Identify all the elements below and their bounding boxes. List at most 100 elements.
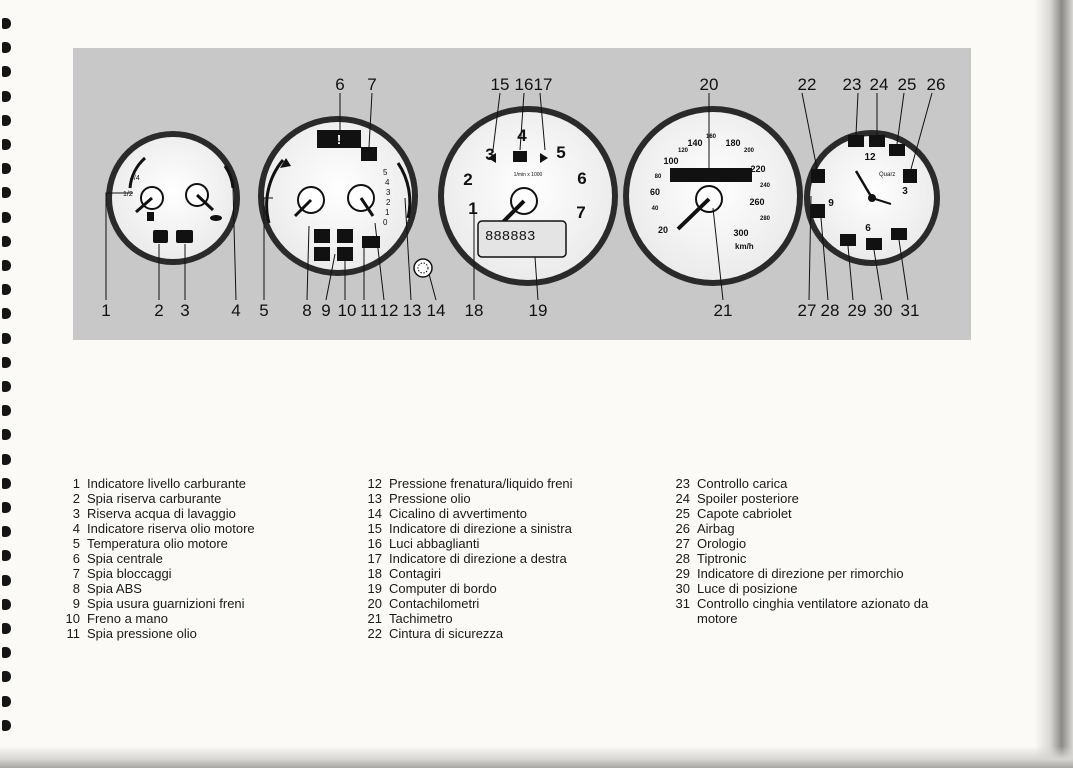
speedometer: 20 40 60 80 100 120 140 160 180 200 220 …: [623, 106, 803, 286]
leader-lines: [105, 92, 933, 301]
temp-red-zone: [280, 158, 291, 168]
legend-text: Luce di posizione: [697, 581, 798, 596]
svg-text:4: 4: [385, 178, 390, 187]
legend-text: Spia riserva carburante: [87, 491, 222, 506]
fuel-gauge: 4/4 1/2: [106, 131, 240, 265]
binding-ring: [2, 356, 11, 368]
svg-text:0: 0: [383, 218, 388, 227]
binding-ring: [2, 526, 11, 538]
binding-ring: [2, 211, 11, 223]
callout-19: 19: [529, 301, 548, 320]
turn-right-icon: [540, 153, 548, 163]
binding-ring: [2, 429, 11, 441]
legend-text: Computer di bordo: [389, 581, 497, 596]
central-warning-lamp: [317, 130, 361, 148]
legend-number: 10: [65, 611, 80, 626]
callout-2: 2: [154, 301, 163, 320]
oil-pressure-icon: [362, 236, 380, 248]
parking-light-icon: [866, 238, 882, 250]
binding-ring: [2, 381, 11, 392]
legend-number: 21: [367, 611, 382, 626]
legend-text: Controllo cinghia ventilatore azionato d…: [697, 596, 929, 626]
rev-number-4: 4: [517, 126, 527, 145]
page-bottom-shadow: [0, 746, 1073, 768]
legend-number: 18: [367, 566, 382, 581]
callout-16: 16: [515, 75, 534, 94]
oil-can-icon: [210, 215, 222, 221]
rev-number-7: 7: [576, 203, 585, 222]
legend-text: Spia centrale: [87, 551, 163, 566]
rev-number-6: 6: [577, 169, 586, 188]
callout-31: 31: [901, 301, 920, 320]
svg-text:180: 180: [725, 138, 740, 148]
legend-number: 30: [675, 581, 690, 596]
legend-number: 1: [72, 476, 80, 491]
legend-text: Spia pressione olio: [87, 626, 197, 641]
callout-11: 11: [360, 301, 378, 320]
binding-ring: [2, 719, 11, 731]
rev-unit: 1/min x 1000: [514, 172, 543, 178]
legend-number: 5: [72, 536, 80, 551]
legend-text: Riserva acqua di lavaggio: [87, 506, 236, 521]
legend-text: Orologio: [697, 536, 747, 551]
legend-text: Freno a mano: [87, 611, 168, 626]
legend-number: 24: [675, 491, 690, 506]
fuel-half-mark: 1/2: [123, 191, 133, 198]
callout-9: 9: [321, 301, 330, 320]
legend-item: 30 Luce di posizione: [668, 581, 933, 596]
callout-1: 1: [101, 301, 110, 320]
clock-12: 12: [864, 152, 876, 163]
binding-ring: [2, 477, 11, 489]
legend-text: Tachimetro: [389, 611, 453, 626]
binding-ring: [2, 90, 11, 102]
binding-ring: [2, 623, 11, 634]
legend-number: 11: [66, 626, 81, 641]
instrument-cluster-drawing: 4/4 1/2 ! 5 4 3 2 1: [101, 75, 945, 320]
legend-text: Cintura di sicurezza: [389, 626, 504, 641]
legend-number: 6: [72, 551, 80, 566]
binding-ring: [2, 405, 11, 417]
binding-ring: [2, 260, 11, 271]
handbrake-icon: [337, 247, 353, 261]
legend-text: Indicatore riserva olio motore: [87, 521, 255, 536]
legend-number: 16: [367, 536, 382, 551]
callout-7: 7: [367, 75, 376, 94]
legend-text: Controllo carica: [697, 476, 788, 491]
legend-item: 6 Spia centrale: [58, 551, 255, 566]
legend-number: 3: [72, 506, 80, 521]
rev-number-2: 2: [463, 170, 472, 189]
fan-belt-icon: [891, 228, 907, 240]
legend-number: 31: [675, 596, 690, 611]
rev-number-5: 5: [556, 143, 565, 162]
legend-text: Spia bloccaggi: [87, 566, 172, 581]
page-edge-shadow: [1035, 0, 1073, 768]
svg-text:260: 260: [749, 197, 764, 207]
fuel-pump-icon: [147, 212, 154, 221]
clock: 12 3 6 9 Quarz: [804, 130, 940, 266]
callout-21: 21: [714, 301, 733, 320]
binding-ring: [2, 163, 11, 175]
turn-left-icon: [488, 153, 496, 163]
legend-text: Indicatore di direzione a sinistra: [389, 521, 572, 536]
high-beam-icon: [513, 151, 527, 162]
abs-warning-icon: [314, 229, 330, 243]
callout-3: 3: [180, 301, 189, 320]
clock-6: 6: [865, 223, 871, 234]
legend-text: Pressione olio: [389, 491, 471, 506]
lock-warning-icon: [361, 147, 377, 161]
legend-text: Indicatore di direzione a destra: [389, 551, 567, 566]
binding-ring: [2, 66, 11, 78]
callout-numbers-top: 6 7 15 16 17 20 22 23 24 25 26: [335, 75, 945, 94]
callout-23: 23: [843, 75, 862, 94]
callout-5: 5: [259, 301, 268, 320]
callout-24: 24: [870, 75, 889, 94]
